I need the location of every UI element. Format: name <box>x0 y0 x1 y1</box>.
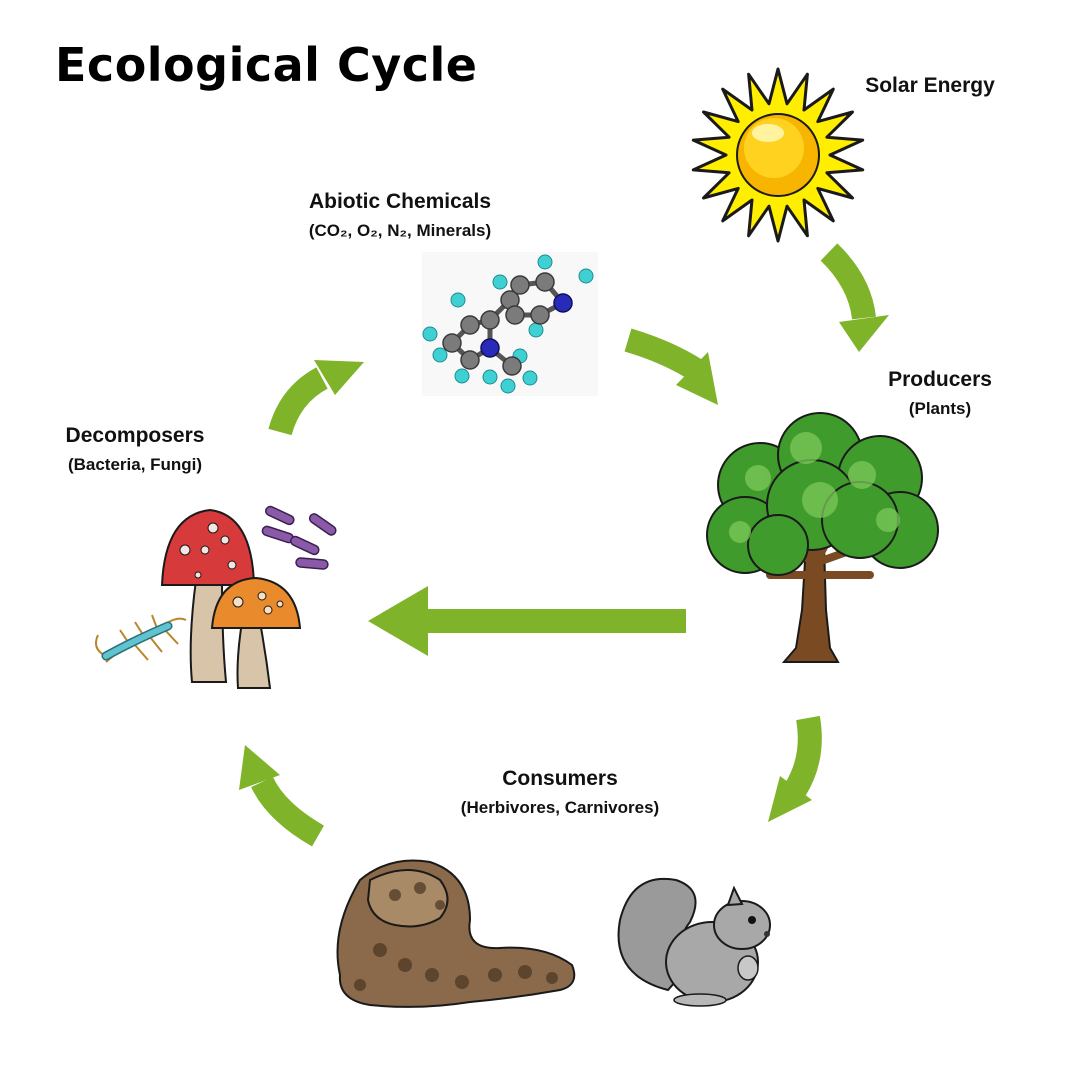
consumers-name: Consumers <box>502 767 618 790</box>
arrow-decomposers-to-abiotic <box>268 360 364 436</box>
producers-detail: (Plants) <box>908 399 972 418</box>
arrow-producers-to-consumers <box>768 715 822 822</box>
consumers-detail: (Herbivores, Carnivores) <box>460 798 660 817</box>
arrow-producers-to-decomposers <box>368 586 686 656</box>
abiotic-detail: (CO₂, O₂, N₂, Minerals) <box>308 221 492 240</box>
squirrel-icon <box>617 877 771 1007</box>
decomposers-detail: (Bacteria, Fungi) <box>67 455 203 474</box>
arrow-abiotic-to-producers <box>624 328 718 405</box>
label-producers: Producers (Plants) <box>860 368 1020 419</box>
label-abiotic-chemicals: Abiotic Chemicals (CO₂, O₂, N₂, Minerals… <box>250 190 550 241</box>
arrow-sun-to-producers <box>820 243 889 352</box>
decomposers-name: Decomposers <box>65 424 205 447</box>
centipede-icon <box>95 614 187 663</box>
label-decomposers: Decomposers (Bacteria, Fungi) <box>40 424 230 475</box>
solar-energy-name: Solar Energy <box>865 74 995 97</box>
diagram-title: Ecological Cycle <box>55 38 478 92</box>
sun-icon <box>691 67 865 243</box>
producers-name: Producers <box>888 368 992 391</box>
abiotic-name: Abiotic Chemicals <box>308 190 492 213</box>
tree-icon <box>706 412 939 663</box>
snake-icon <box>336 859 576 1008</box>
molecule-icon <box>422 252 598 396</box>
label-consumers: Consumers (Herbivores, Carnivores) <box>410 767 710 818</box>
label-solar-energy: Solar Energy <box>835 74 1025 98</box>
arrow-consumers-to-decomposers <box>239 745 325 847</box>
bacteria-icon <box>261 505 337 570</box>
mushroom-icon <box>160 508 302 689</box>
